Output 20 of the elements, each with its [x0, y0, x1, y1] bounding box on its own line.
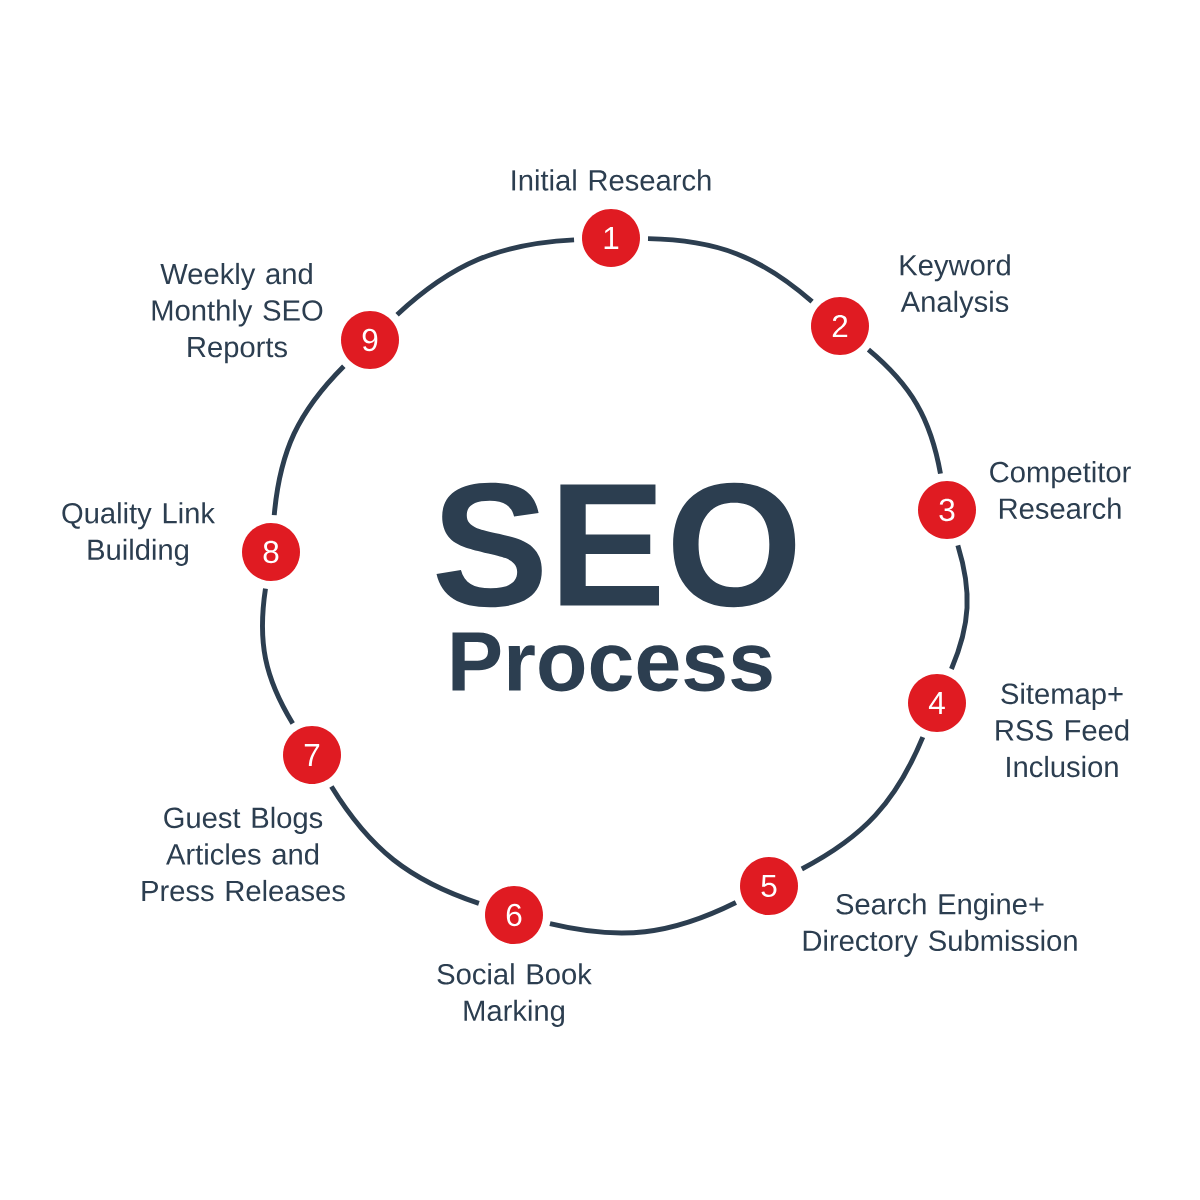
ring-arc	[866, 347, 943, 475]
ring-arc	[259, 588, 295, 725]
heading: Process	[452, 632, 772, 692]
step-label: Weekly and Monthly SEO Reports	[152, 262, 323, 364]
step-label: Initial Research	[512, 169, 711, 191]
heading: SEO	[436, 482, 796, 608]
step-label: Search Engine+ Directory Submission	[803, 893, 1077, 957]
step-label: Quality Link Building	[62, 502, 215, 566]
ring-arc	[271, 364, 346, 516]
ring-arc	[647, 236, 814, 304]
ring-arc	[549, 900, 737, 936]
step-label: Social Book Marking	[437, 963, 592, 1027]
step-label: Keyword Analysis	[900, 254, 1010, 318]
ring-arc	[949, 544, 970, 670]
step-label: Competitor Research	[990, 461, 1131, 519]
step-label: Sitemap+ RSS Feed Inclusion	[996, 682, 1129, 778]
ring-arc	[395, 237, 575, 317]
ring-arc	[329, 785, 480, 906]
step-label: Guest Blogs Articles and Press Releases	[142, 806, 345, 902]
ring-arc	[800, 736, 926, 872]
